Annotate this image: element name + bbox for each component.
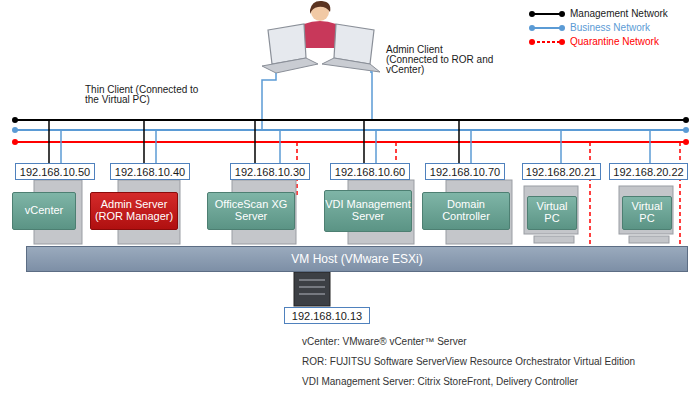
ip-address-box: 192.168.20.22 — [609, 163, 688, 180]
node-text: Virtual PC — [623, 201, 671, 224]
legend-text: Quarantine Network — [570, 36, 659, 47]
node-text: 192.168.20.22 — [613, 166, 683, 178]
legend-entry: Business Network — [528, 22, 650, 33]
node-text: Virtual PC — [528, 201, 576, 224]
legend-dot — [559, 25, 565, 31]
ip-address-box: 192.168.10.50 — [15, 163, 95, 180]
drive-bay — [299, 286, 325, 288]
pc-monitor — [524, 186, 578, 234]
management-drop — [363, 120, 365, 164]
legend-entry: Quarantine Network — [528, 36, 659, 47]
legend-dot — [529, 39, 535, 45]
ip-address-box: 192.168.10.13 — [284, 307, 370, 324]
node-text: OfficeScan XG Server — [208, 199, 294, 222]
laptop-keyboard — [322, 58, 380, 72]
legend-dot — [559, 39, 565, 45]
server-box: vCenter — [12, 192, 76, 230]
legend-line — [532, 13, 562, 15]
business-drop — [649, 130, 651, 164]
business-drop — [470, 130, 472, 164]
node-text: vCenter — [25, 205, 64, 217]
vm-host-bar: VM Host (VMware ESXi) — [26, 246, 688, 272]
drive-bay — [299, 279, 325, 281]
bus-end — [683, 127, 689, 133]
quarantine-bus — [15, 141, 688, 143]
server-box: OfficeScan XG Server — [207, 192, 295, 230]
physical-server — [294, 272, 330, 306]
quarantine-drop — [679, 142, 681, 246]
footnote: vCenter: VMware® vCenter™ Server — [302, 336, 467, 347]
person-hair — [310, 1, 330, 14]
node-text: 192.168.10.13 — [292, 310, 362, 322]
business-drop — [60, 130, 62, 164]
laptop-screen — [334, 24, 374, 64]
legend-line — [532, 41, 562, 43]
legend-swatch — [528, 37, 566, 47]
client-label: Thin Client (Connected to the Virtual PC… — [85, 85, 210, 105]
management-bus — [15, 119, 688, 121]
pc-monitor — [619, 186, 673, 234]
legend-text: Management Network — [570, 8, 668, 19]
legend-line — [532, 27, 562, 29]
laptop-keyboard — [262, 58, 318, 73]
node-text: 192.168.20.21 — [526, 166, 596, 178]
management-drop — [48, 120, 50, 164]
node-text: Admin Server (ROR Manager) — [91, 199, 177, 222]
bus-end — [12, 117, 18, 123]
bus-end — [683, 139, 689, 145]
server-box: VDI Management Server — [324, 190, 412, 232]
pc-keyboard — [534, 236, 574, 243]
business-drop — [375, 130, 377, 164]
business-bus — [15, 129, 688, 131]
client-label: Admin Client (Connected to ROR and vCent… — [386, 45, 496, 75]
drive-bay — [299, 293, 325, 295]
footnote: VDI Management Server: Citrix StoreFront… — [302, 376, 578, 387]
management-drop — [143, 120, 145, 164]
admin-server-box: Admin Server (ROR Manager) — [90, 192, 178, 230]
bus-end — [12, 139, 18, 145]
management-drop — [254, 120, 256, 164]
ip-address-box: 192.168.10.30 — [230, 163, 310, 180]
server-box: Virtual PC — [622, 196, 672, 230]
thin-client-wire — [262, 73, 276, 130]
ip-address-box: 192.168.10.40 — [110, 163, 190, 180]
business-drop — [155, 130, 157, 164]
node-text: 192.168.10.50 — [20, 166, 90, 178]
management-drop — [458, 120, 460, 164]
server-box: Domain Controller — [422, 192, 510, 230]
server-box: Virtual PC — [527, 196, 577, 230]
node-text: VM Host (VMware ESXi) — [291, 252, 422, 266]
ip-address-box: 192.168.10.70 — [425, 163, 505, 180]
pc-keyboard — [629, 236, 669, 243]
ip-address-box: 192.168.10.60 — [330, 163, 410, 180]
ip-address-box: 192.168.20.21 — [522, 163, 601, 180]
node-text: 192.168.10.70 — [430, 166, 500, 178]
legend-dot — [529, 25, 535, 31]
node-text: VDI Management Server — [325, 199, 411, 222]
node-text: 192.168.10.60 — [335, 166, 405, 178]
laptop-screen — [268, 24, 306, 64]
legend-dot — [529, 11, 535, 17]
legend-dot — [559, 11, 565, 17]
legend-swatch — [528, 9, 566, 19]
footnote: ROR: FUJITSU Software ServerView Resourc… — [302, 356, 635, 367]
legend-entry: Management Network — [528, 8, 668, 19]
admin-client-wire — [370, 72, 372, 120]
node-text: 192.168.10.30 — [235, 166, 305, 178]
node-text: 192.168.10.40 — [115, 166, 185, 178]
legend-text: Business Network — [570, 22, 650, 33]
node-text: Domain Controller — [423, 199, 509, 222]
legend-swatch — [528, 23, 566, 33]
bus-end — [683, 117, 689, 123]
person-body — [300, 21, 340, 48]
quarantine-drop — [589, 142, 591, 246]
bus-end — [12, 127, 18, 133]
business-drop — [279, 130, 281, 164]
business-drop — [560, 130, 562, 164]
